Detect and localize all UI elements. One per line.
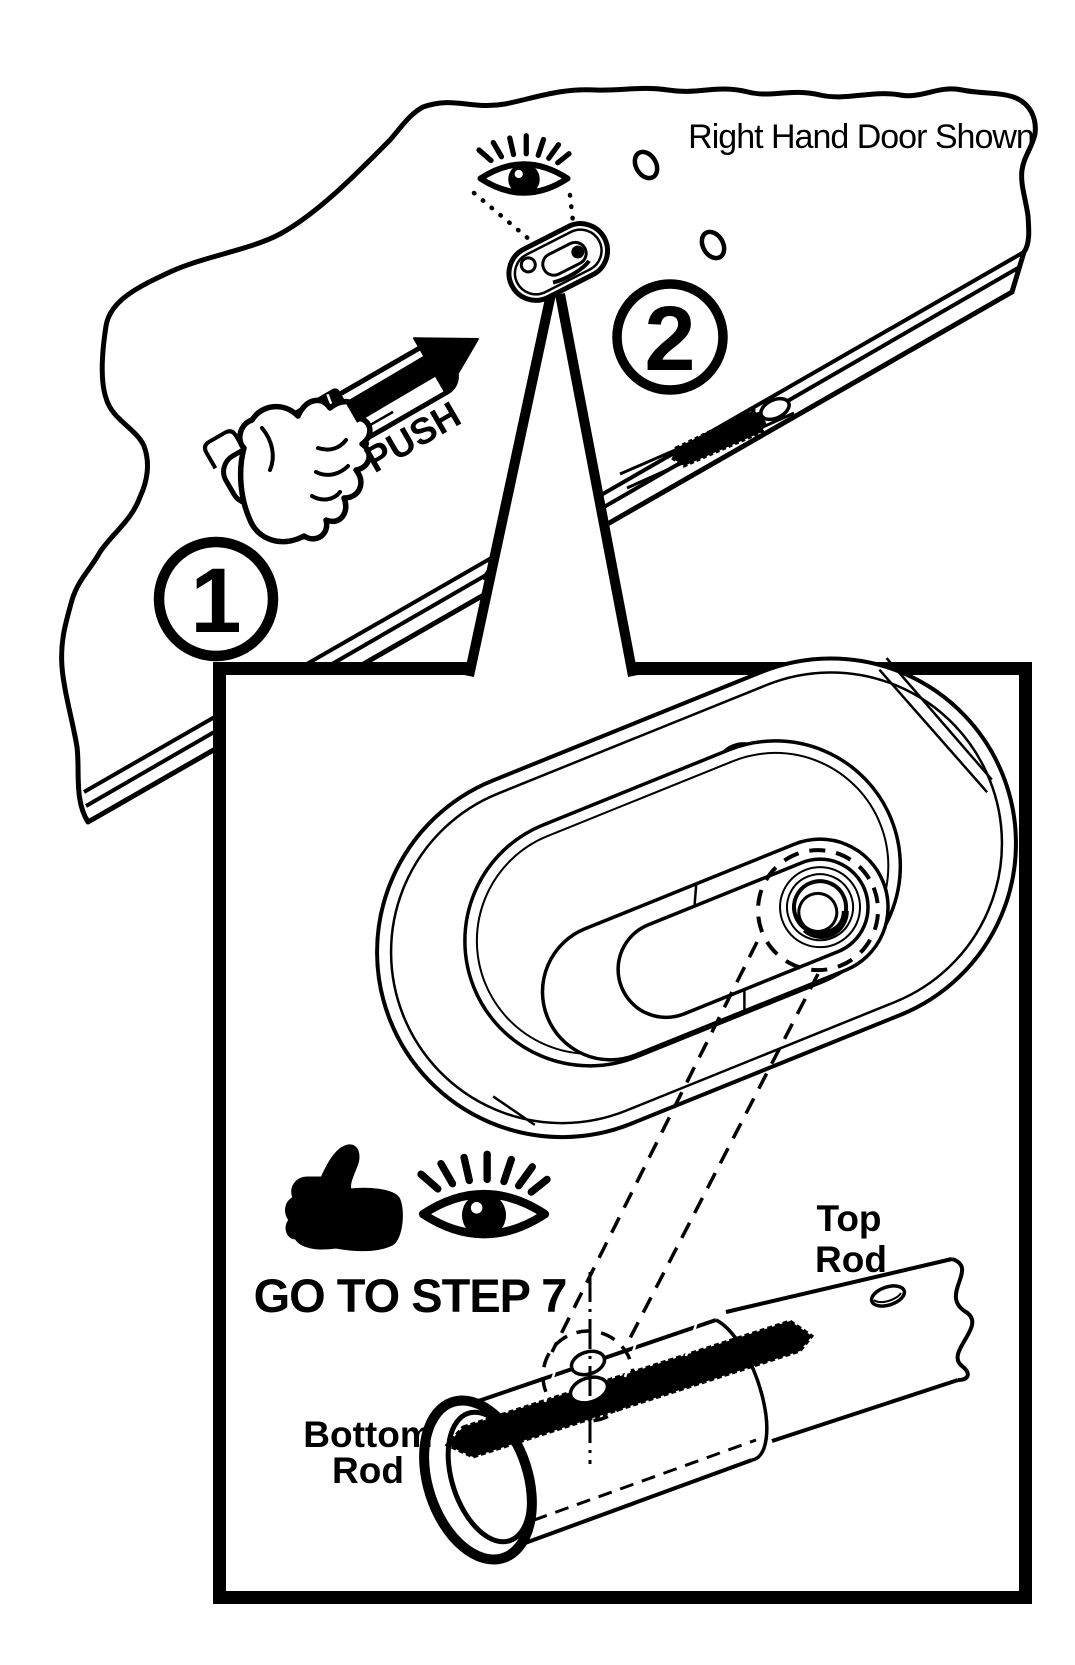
step-2-number: 2 — [644, 288, 695, 390]
step-1-badge: 1 — [153, 536, 279, 662]
door-hole-1 — [632, 149, 660, 181]
svg-text:Bottom: Bottom — [303, 1414, 432, 1455]
door-hole-2 — [699, 229, 727, 261]
svg-text:Rod: Rod — [815, 1239, 887, 1280]
magnifier-circle-cam — [755, 848, 880, 973]
cam-plate-large — [375, 656, 1018, 1140]
push-rod-illustration: PUSH — [202, 337, 479, 545]
push-arrow-icon — [345, 337, 479, 423]
magnifier-circle-rod — [541, 1329, 635, 1423]
cam-plate-small — [506, 221, 611, 303]
step-2-badge: 2 — [612, 279, 728, 395]
magnifier-leader-lines — [550, 941, 820, 1353]
rod-assembly — [419, 1257, 975, 1565]
thumbs-up-icon — [285, 1144, 403, 1252]
door-view-title: Right Hand Door Shown — [688, 118, 1034, 156]
bottom-rod-label: Bottom Rod — [303, 1414, 432, 1491]
svg-text:Rod: Rod — [332, 1450, 404, 1491]
edge-latch-rod — [619, 396, 795, 490]
hand-finger-lines — [260, 426, 350, 502]
detail-callout-wedge — [464, 290, 638, 678]
step-1-number: 1 — [190, 550, 241, 652]
svg-text:Top: Top — [816, 1198, 881, 1239]
top-rod-hole — [869, 1284, 907, 1308]
top-rod-label: Top Rod — [815, 1198, 887, 1280]
top-rod — [725, 1257, 975, 1443]
goto-step-label: GO TO STEP 7 — [254, 1269, 567, 1322]
rod-handle-tab — [202, 429, 247, 470]
